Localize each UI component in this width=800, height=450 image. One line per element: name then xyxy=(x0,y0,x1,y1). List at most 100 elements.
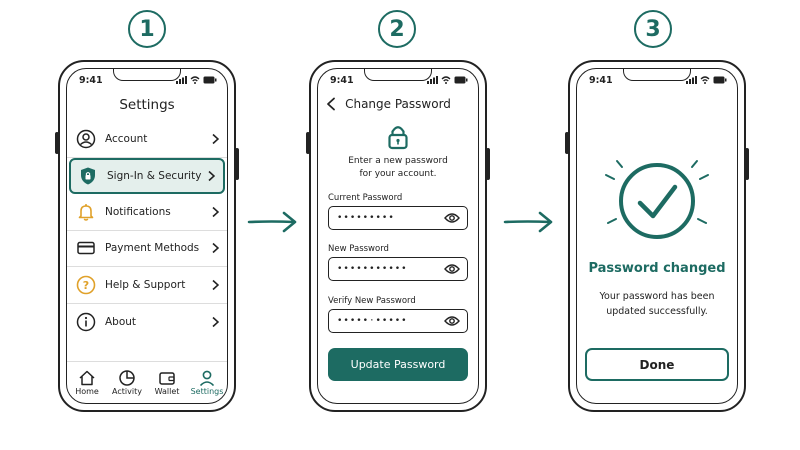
page-title: Change Password xyxy=(345,97,451,111)
status-bar: 9:41 xyxy=(79,75,217,89)
chevron-right-icon xyxy=(212,206,219,217)
chevron-right-icon xyxy=(212,133,219,144)
phone-change-password: 9:41 Change Password Enter a new passwor… xyxy=(306,60,490,412)
chevron-right-icon xyxy=(212,316,219,327)
bell-icon xyxy=(75,201,97,223)
user-circle-icon xyxy=(75,128,97,150)
volume-button xyxy=(565,132,569,154)
status-icons xyxy=(686,76,727,84)
settings-screen: 9:41 Settings Account Sign-In & Securit xyxy=(66,68,228,404)
pie-chart-icon xyxy=(119,369,135,386)
status-time: 9:41 xyxy=(79,75,103,86)
chevron-right-icon xyxy=(208,170,215,181)
power-button xyxy=(235,148,239,180)
done-button[interactable]: Done xyxy=(585,348,729,381)
menu-item-account[interactable]: Account xyxy=(67,121,227,158)
current-password-input[interactable]: ••••••••• xyxy=(328,206,468,230)
password-value: •••••·••••• xyxy=(337,316,408,326)
verify-password-label: Verify New Password xyxy=(328,296,416,306)
tab-label: Home xyxy=(75,386,99,396)
password-value: ••••••••• xyxy=(337,213,395,223)
success-screen: 9:41 Password changed Your password has … xyxy=(576,68,738,404)
status-icons xyxy=(176,76,217,84)
success-message: Your password has been updated successfu… xyxy=(591,289,723,319)
arrow-right-icon xyxy=(247,211,297,233)
tab-activity[interactable]: Activity xyxy=(107,362,147,403)
person-icon xyxy=(199,370,215,386)
menu-item-label: Help & Support xyxy=(105,278,186,291)
wallet-icon xyxy=(159,371,175,385)
power-button xyxy=(745,148,749,180)
password-value: ••••••••••• xyxy=(337,264,408,274)
eye-icon[interactable] xyxy=(444,316,460,327)
instruction-line: Enter a new password xyxy=(348,156,448,166)
page-title: Settings xyxy=(119,97,175,113)
menu-item-label: Payment Methods xyxy=(105,242,200,255)
message-line: Your password has been xyxy=(599,291,715,302)
new-password-label: New Password xyxy=(328,244,389,254)
tab-bar: Home Activity Wallet Settings xyxy=(67,361,227,403)
svg-text:?: ? xyxy=(83,279,89,292)
tab-home[interactable]: Home xyxy=(67,362,107,403)
question-icon: ? xyxy=(75,274,97,296)
current-password-label: Current Password xyxy=(328,193,403,203)
home-icon xyxy=(79,370,95,385)
checkmark-circle-icon xyxy=(605,160,709,239)
signal-icon xyxy=(427,76,438,84)
step-badge-1: 1 xyxy=(128,10,166,48)
wifi-icon xyxy=(700,76,710,84)
battery-icon xyxy=(713,76,727,84)
eye-icon[interactable] xyxy=(444,213,460,224)
tab-settings[interactable]: Settings xyxy=(187,362,227,403)
volume-button xyxy=(55,132,59,154)
status-time: 9:41 xyxy=(589,75,613,86)
update-password-button[interactable]: Update Password xyxy=(328,348,468,381)
header: Change Password xyxy=(318,95,478,115)
arrow-right-icon xyxy=(503,211,553,233)
battery-icon xyxy=(203,76,217,84)
success-title: Password changed xyxy=(588,261,726,276)
menu-item-label: Notifications xyxy=(105,205,171,218)
menu-item-about[interactable]: About xyxy=(67,304,227,341)
eye-icon[interactable] xyxy=(444,264,460,275)
menu-item-notifications[interactable]: Notifications xyxy=(67,194,227,231)
tab-wallet[interactable]: Wallet xyxy=(147,362,187,403)
instruction-line: for your account. xyxy=(359,168,437,179)
step-badge-2: 2 xyxy=(378,10,416,48)
credit-card-icon xyxy=(75,237,97,259)
phone-settings: 9:41 Settings Account Sign-In & Securit xyxy=(55,60,239,412)
menu-item-help-support[interactable]: ? Help & Support xyxy=(67,267,227,304)
change-password-screen: 9:41 Change Password Enter a new passwor… xyxy=(317,68,479,404)
phone-success: 9:41 Password changed Your password has … xyxy=(565,60,749,412)
volume-button xyxy=(306,132,310,154)
menu-item-label: About xyxy=(105,315,137,328)
wifi-icon xyxy=(441,76,451,84)
menu-item-label: Sign-In & Security xyxy=(107,169,202,182)
shield-lock-icon xyxy=(77,165,99,187)
power-button xyxy=(486,148,490,180)
status-bar: 9:41 xyxy=(330,75,468,89)
info-icon xyxy=(75,311,97,333)
chevron-right-icon xyxy=(212,279,219,290)
status-bar: 9:41 xyxy=(589,75,727,89)
step-badge-3: 3 xyxy=(634,10,672,48)
chevron-right-icon xyxy=(212,243,219,254)
message-line: updated successfully. xyxy=(606,306,708,317)
settings-menu: Account Sign-In & Security Notifications xyxy=(67,121,227,340)
back-arrow-icon[interactable] xyxy=(326,97,336,111)
signal-icon xyxy=(686,76,697,84)
signal-icon xyxy=(176,76,187,84)
status-icons xyxy=(427,76,468,84)
new-password-input[interactable]: ••••••••••• xyxy=(328,257,468,281)
menu-item-payment-methods[interactable]: Payment Methods xyxy=(67,231,227,267)
tab-label: Settings xyxy=(190,386,224,396)
status-time: 9:41 xyxy=(330,75,354,86)
lock-icon xyxy=(388,126,408,150)
battery-icon xyxy=(454,76,468,84)
instruction-text: Enter a new password for your account. xyxy=(328,155,468,180)
menu-item-label: Account xyxy=(105,132,148,145)
menu-item-sign-in-security[interactable]: Sign-In & Security xyxy=(69,157,225,194)
verify-password-input[interactable]: •••••·••••• xyxy=(328,309,468,333)
tab-label: Activity xyxy=(112,386,142,396)
tab-label: Wallet xyxy=(154,386,180,396)
